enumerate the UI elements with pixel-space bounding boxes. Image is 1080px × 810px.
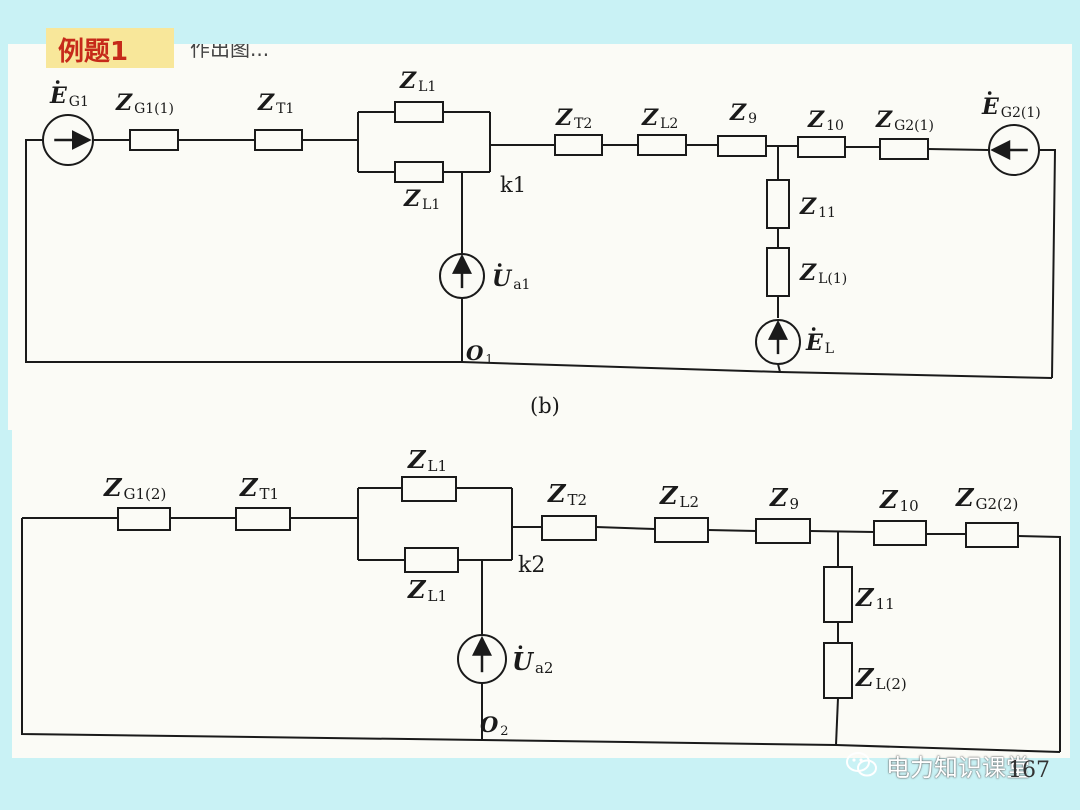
impedance-z11 bbox=[766, 179, 790, 229]
impedance-z9-neg bbox=[755, 518, 811, 544]
figure-caption: (b) bbox=[530, 394, 560, 418]
impedance-z9 bbox=[717, 135, 767, 157]
wechat-icon bbox=[846, 752, 877, 777]
label-k1: k1 bbox=[500, 173, 526, 197]
b-wire bbox=[777, 363, 781, 373]
c-wire bbox=[595, 526, 656, 530]
c-wire bbox=[1017, 535, 1061, 752]
b-wire bbox=[25, 139, 1053, 379]
partial-heading-text: 作出图... bbox=[190, 44, 270, 61]
impedance-z10-neg bbox=[873, 520, 927, 546]
impedance-zl-neg bbox=[823, 642, 853, 699]
impedance-zl1-bottom-neg bbox=[404, 547, 459, 573]
impedance-zg1-neg bbox=[117, 507, 171, 531]
label-eg2-dot bbox=[987, 91, 992, 95]
label-k2: k2 bbox=[518, 553, 545, 578]
b-wire bbox=[927, 148, 989, 151]
watermark-text: 电力知识课堂 bbox=[886, 753, 1030, 782]
impedance-zl2-neg bbox=[654, 517, 709, 543]
source-ua2 bbox=[457, 634, 507, 684]
paper-sheet-top bbox=[8, 44, 1072, 430]
source-eg1 bbox=[42, 114, 94, 166]
c-wire bbox=[809, 530, 875, 533]
impedance-z11-neg bbox=[823, 566, 853, 623]
impedance-zl1-top-neg bbox=[401, 476, 457, 502]
impedance-z10 bbox=[797, 136, 846, 158]
page-number: 167 bbox=[1008, 758, 1050, 783]
watermark: 电力知识课堂 bbox=[846, 748, 1030, 782]
impedance-zl1-top bbox=[394, 101, 444, 123]
source-ua1 bbox=[439, 253, 485, 299]
impedance-zt1 bbox=[254, 129, 303, 151]
c-wire bbox=[835, 697, 839, 746]
impedance-zl2 bbox=[637, 134, 687, 156]
label-eg1-dot bbox=[55, 80, 60, 84]
impedance-zg2-neg bbox=[965, 522, 1019, 548]
example-label: 例题1 bbox=[46, 28, 174, 68]
impedance-zl1-bottom bbox=[394, 161, 444, 183]
impedance-zt2-neg bbox=[541, 515, 597, 541]
b-wire bbox=[1040, 149, 1057, 379]
impedance-zg2 bbox=[879, 138, 929, 160]
impedance-zg1 bbox=[129, 129, 179, 151]
label-ua2-dot bbox=[518, 645, 523, 649]
source-el bbox=[755, 319, 801, 365]
impedance-zl bbox=[766, 247, 790, 297]
impedance-zt2 bbox=[554, 134, 603, 156]
label-ua1-dot bbox=[497, 263, 502, 267]
c-wire bbox=[707, 529, 757, 532]
source-eg2 bbox=[988, 124, 1040, 176]
label-el-dot bbox=[811, 327, 816, 331]
paper-sheet-bottom bbox=[12, 430, 1070, 758]
impedance-zt1-neg bbox=[235, 507, 291, 531]
